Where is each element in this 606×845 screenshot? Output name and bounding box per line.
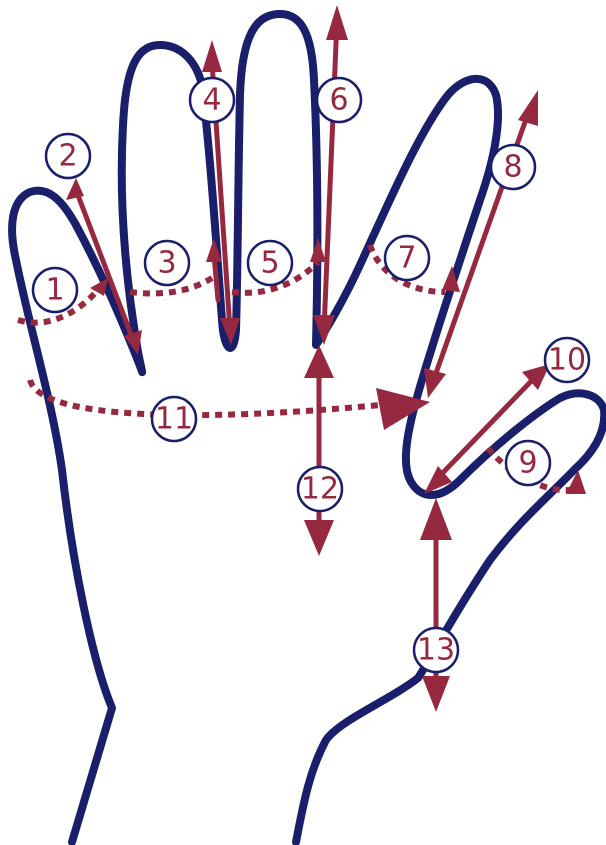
badge-2-label: 2 [58, 139, 77, 174]
arrowhead-4-bottom [220, 318, 240, 345]
arrowhead-5 [310, 238, 326, 262]
arrowhead-8-top [518, 90, 538, 126]
badge-13-label: 13 [417, 633, 455, 668]
badge-1: 1 [31, 266, 79, 314]
badge-7: 7 [383, 234, 431, 282]
arrowhead-10-top [522, 364, 550, 390]
hand-outline [8, 10, 606, 845]
badge-4-label: 4 [202, 83, 221, 118]
arrow-line-4b [211, 252, 221, 303]
badge-6-label: 6 [329, 83, 348, 118]
arrowhead-6-top [326, 5, 348, 40]
badge-11: 11 [150, 395, 198, 443]
arrowhead-10-bottom [424, 466, 452, 494]
arrowhead-1 [90, 278, 108, 296]
arrowhead-13-top [420, 498, 452, 540]
badge-12-label: 12 [301, 472, 339, 507]
arrowhead-9 [566, 470, 586, 494]
arrowhead-8-bottom [424, 368, 446, 398]
dash-line-1 [17, 289, 99, 326]
badge-5: 5 [246, 239, 294, 287]
dash-line-5 [231, 259, 321, 296]
arrow-line-2 [73, 187, 138, 348]
arrowhead-11 [376, 388, 430, 430]
arrow-line-6 [321, 17, 340, 333]
arrow-line-10 [429, 369, 543, 487]
arrowhead-2-bottom [124, 330, 142, 355]
dash-line-11 [27, 378, 381, 419]
arrowhead-4-top [202, 40, 222, 72]
badge-8: 8 [489, 143, 537, 191]
arrowhead-6-bottom [313, 315, 335, 345]
badge-9-label: 9 [518, 446, 537, 481]
badge-10: 10 [543, 336, 591, 384]
badge-11-label: 11 [155, 402, 193, 437]
badge-12: 12 [296, 465, 344, 513]
arrowhead-13-bottom [422, 676, 450, 712]
badge-13: 13 [412, 626, 460, 674]
arrowhead-3 [206, 238, 222, 262]
badge-3-label: 3 [157, 246, 176, 281]
badge-5-label: 5 [260, 246, 279, 281]
badge-3: 3 [143, 239, 191, 287]
arrowhead-12-top [304, 345, 334, 378]
arrowhead-2-top [66, 178, 84, 200]
badge-2: 2 [44, 132, 92, 180]
badge-8-label: 8 [503, 150, 522, 185]
badge-10-label: 10 [548, 343, 586, 378]
badge-7-label: 7 [397, 241, 416, 276]
badge-1-label: 1 [45, 273, 64, 308]
dash-line-3 [129, 275, 214, 297]
arrowhead-7 [442, 266, 460, 292]
badge-9: 9 [504, 439, 552, 487]
arrowhead-12-bottom [304, 520, 334, 556]
badge-6: 6 [315, 76, 363, 124]
badge-4: 4 [188, 76, 236, 124]
